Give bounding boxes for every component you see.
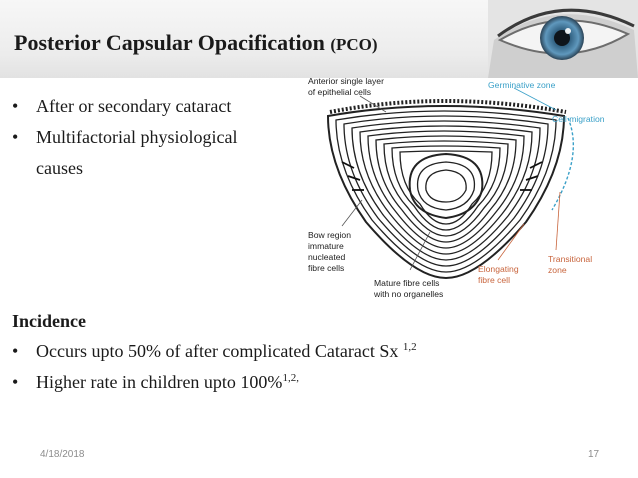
citation: 1,2 xyxy=(402,341,417,353)
label-bow-region: nucleated xyxy=(308,252,345,262)
pointer-line xyxy=(341,199,363,227)
bullet-item: • Multifactorial physiological xyxy=(12,127,237,148)
lens-fibre-layers xyxy=(326,105,566,280)
incidence-heading: Incidence xyxy=(12,311,86,331)
label-elongating-cell: fibre cell xyxy=(478,275,510,285)
pointer-line xyxy=(555,191,561,251)
citation: 1,2, xyxy=(282,372,299,384)
label-elongating-cell: Elongating xyxy=(478,264,519,274)
bullet-text: Multifactorial physiological xyxy=(36,127,238,147)
label-bow-region: Bow region xyxy=(308,230,351,240)
title-main: Posterior Capsular Opacification xyxy=(14,30,325,55)
lens-diagram: Anterior single layer of epithelial cell… xyxy=(308,76,605,299)
label-anterior-layer: of epithelial cells xyxy=(308,87,371,97)
bullet-marker: • xyxy=(12,96,19,116)
pointer-line xyxy=(513,87,557,111)
label-anterior-layer: Anterior single layer xyxy=(308,76,384,86)
label-transitional-zone: Transitional xyxy=(548,254,592,264)
label-germinative-zone: Germinative zone xyxy=(488,80,556,90)
bullet-text: Higher rate in children upto 100% xyxy=(36,372,283,392)
bullet-text: Occurs upto 50% of after complicated Cat… xyxy=(36,341,403,361)
bullet-item: • After or secondary cataract xyxy=(12,96,231,117)
bullet-marker: • xyxy=(12,372,19,392)
epithelial-layer xyxy=(329,99,567,114)
bow-region-marks xyxy=(341,161,543,191)
label-mature-fibres: Mature fibre cells xyxy=(374,278,439,288)
label-bow-region: immature xyxy=(308,241,344,251)
bullet-text: After or secondary cataract xyxy=(36,96,232,116)
page-number: 17 xyxy=(588,449,600,460)
bullet-continuation: causes xyxy=(36,158,83,178)
footer-date: 4/18/2018 xyxy=(40,449,85,460)
slide-title: Posterior Capsular Opacification (PCO) xyxy=(14,30,378,56)
label-cell-migration: Cell migration xyxy=(552,114,605,124)
pointer-line xyxy=(359,95,387,113)
label-mature-fibres: with no organelles xyxy=(373,289,443,299)
migration-arrow xyxy=(551,117,574,211)
bullet-marker: • xyxy=(12,127,19,147)
label-transitional-zone: zone xyxy=(548,265,567,275)
title-abbreviation: (PCO) xyxy=(330,35,378,54)
eye-image xyxy=(488,0,638,78)
bullet-marker: • xyxy=(12,341,19,361)
bullet-item: • Higher rate in children upto 100%1,2, xyxy=(12,372,299,393)
label-bow-region: fibre cells xyxy=(308,263,344,273)
pointer-line xyxy=(497,223,525,261)
bullet-item: • Occurs upto 50% of after complicated Ca… xyxy=(12,341,417,362)
pointer-line xyxy=(409,231,431,271)
